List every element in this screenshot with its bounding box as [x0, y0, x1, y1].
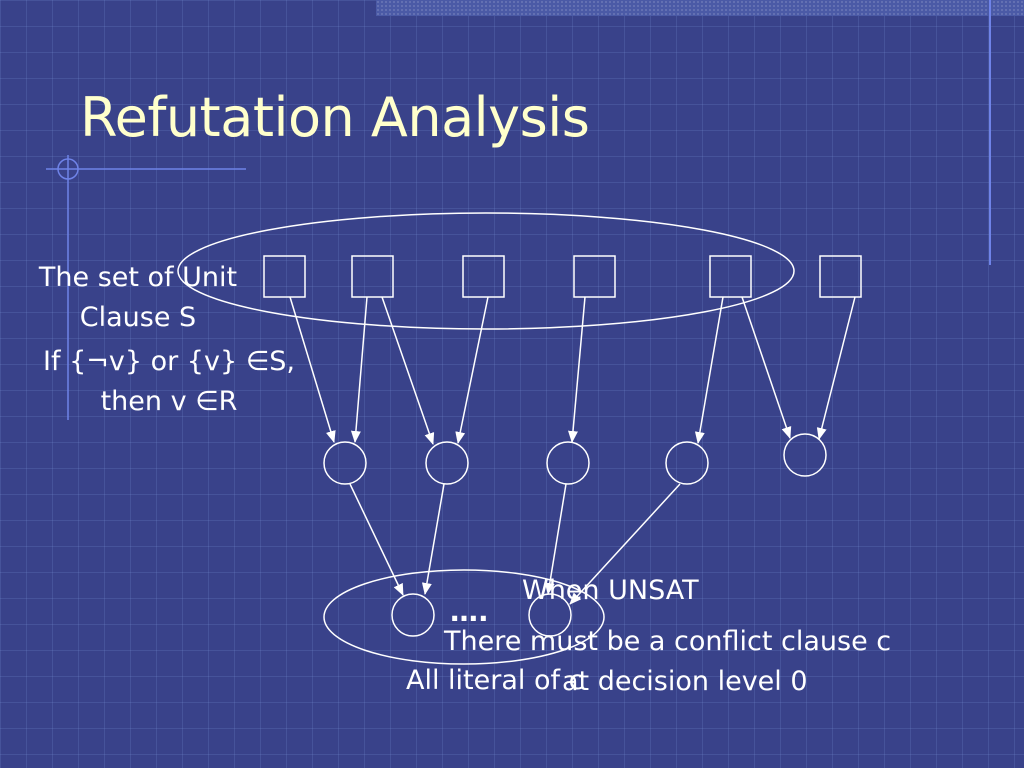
unit-clause-set-ellipse — [177, 212, 795, 330]
implication-arrow — [421, 483, 445, 595]
all-literal-label: All literal of c — [406, 665, 584, 696]
implication-arrow — [568, 296, 586, 443]
unit-clause-label: The set of Unit Clause S — [18, 258, 258, 338]
implication-arrow — [694, 296, 724, 444]
implied-literal-nodes — [323, 433, 827, 485]
conflict-clause-label: There must be a conflict clause c at dec… — [444, 622, 891, 702]
implication-arrow — [741, 296, 792, 439]
literal-node — [783, 433, 827, 477]
rule-label-line2: then v ∈R — [100, 386, 238, 417]
implication-arrows — [289, 296, 856, 605]
decorative-crosshair — [46, 0, 991, 420]
unit-clause-label-line1: The set of Unit — [38, 262, 238, 293]
unit-clause-box — [351, 255, 394, 298]
ellipsis-dots: …. — [450, 595, 489, 628]
literal-node — [546, 441, 590, 485]
unit-clause-boxes — [263, 255, 862, 298]
unit-clause-box — [819, 255, 862, 298]
literal-node — [665, 441, 709, 485]
unit-clause-box — [709, 255, 752, 298]
top-decorative-band — [376, 0, 1024, 16]
unit-clause-box — [263, 255, 306, 298]
unit-clause-label-line2: Clause S — [79, 302, 197, 333]
rule-label-line1: If {¬v} or {v} ∈S, — [43, 346, 295, 377]
implication-arrow — [350, 296, 368, 443]
implication-arrow — [349, 483, 404, 596]
when-unsat-label: When UNSAT — [522, 575, 699, 606]
literal-node — [323, 441, 367, 485]
implication-arrow — [455, 296, 489, 444]
slide-title: Refutation Analysis — [80, 86, 590, 149]
implication-arrow — [381, 296, 435, 445]
rule-label: If {¬v} or {v} ∈S, then v ∈R — [24, 342, 314, 422]
conflict-literal-node — [391, 593, 435, 637]
implication-arrow — [569, 483, 681, 605]
unit-clause-box — [462, 255, 505, 298]
conflict-clause-line2: at decision level 0 — [562, 666, 808, 697]
conflict-clause-ellipse — [323, 569, 605, 665]
unit-clause-box — [573, 255, 616, 298]
conflict-clause-line1: There must be a conflict clause c — [444, 626, 892, 657]
implication-arrow — [544, 483, 567, 595]
implication-arrow — [289, 296, 336, 443]
literal-node — [425, 441, 469, 485]
implication-arrow — [816, 296, 856, 440]
